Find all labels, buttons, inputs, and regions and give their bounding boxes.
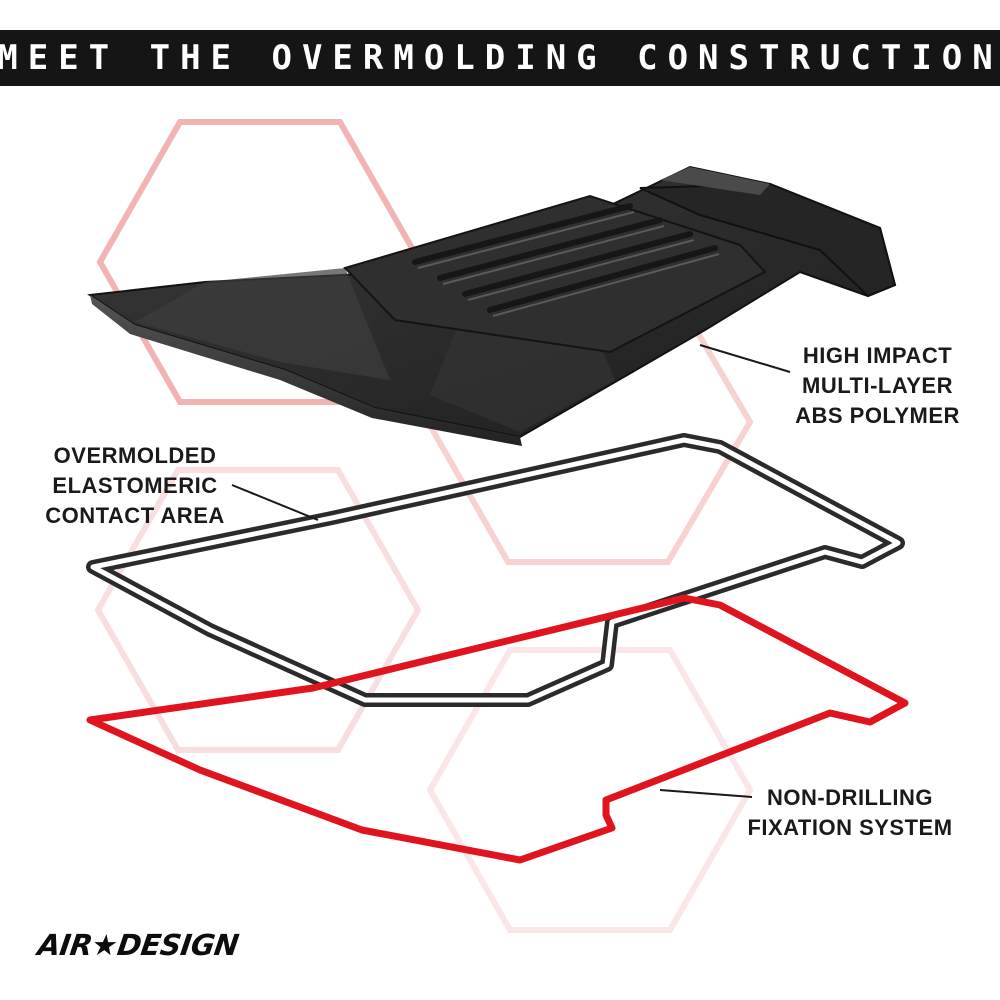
- brand-logo: AIR★DESIGN: [35, 928, 241, 962]
- page-title: MEET THE OVERMOLDING CONSTRUCTION: [0, 38, 1000, 78]
- leader-line-elastomer: [231, 484, 319, 521]
- leader-lines: [231, 344, 791, 798]
- callout-fixation-system: NON-DRILLING FIXATION SYSTEM: [720, 783, 980, 843]
- header-band: MEET THE OVERMOLDING CONSTRUCTION: [0, 30, 1000, 86]
- callout-elastomeric-contact: OVERMOLDED ELASTOMERIC CONTACT AREA: [20, 441, 250, 531]
- fixation-system-outline: [86, 594, 909, 864]
- hexagon-decoration: [94, 467, 422, 753]
- callout-elastomer-line-1: OVERMOLDED: [53, 443, 217, 468]
- callout-elastomer-line-3: CONTACT AREA: [45, 503, 225, 528]
- hexagon-decoration: [426, 647, 754, 933]
- abs-polymer-part: [87, 165, 897, 446]
- callout-abs-polymer: HIGH IMPACT MULTI-LAYER ABS POLYMER: [770, 341, 985, 431]
- callout-fixation-line-1: NON-DRILLING: [766, 785, 934, 810]
- callout-abs-line-1: HIGH IMPACT: [802, 343, 953, 368]
- leader-line-abs: [699, 344, 791, 373]
- callout-abs-line-3: ABS POLYMER: [795, 403, 960, 428]
- callout-fixation-line-2: FIXATION SYSTEM: [747, 815, 953, 840]
- callout-abs-line-2: MULTI-LAYER: [802, 373, 953, 398]
- elastomeric-contact-outline: [86, 433, 905, 707]
- callout-elastomer-line-2: ELASTOMERIC: [52, 473, 218, 498]
- leader-line-fixation: [659, 789, 753, 798]
